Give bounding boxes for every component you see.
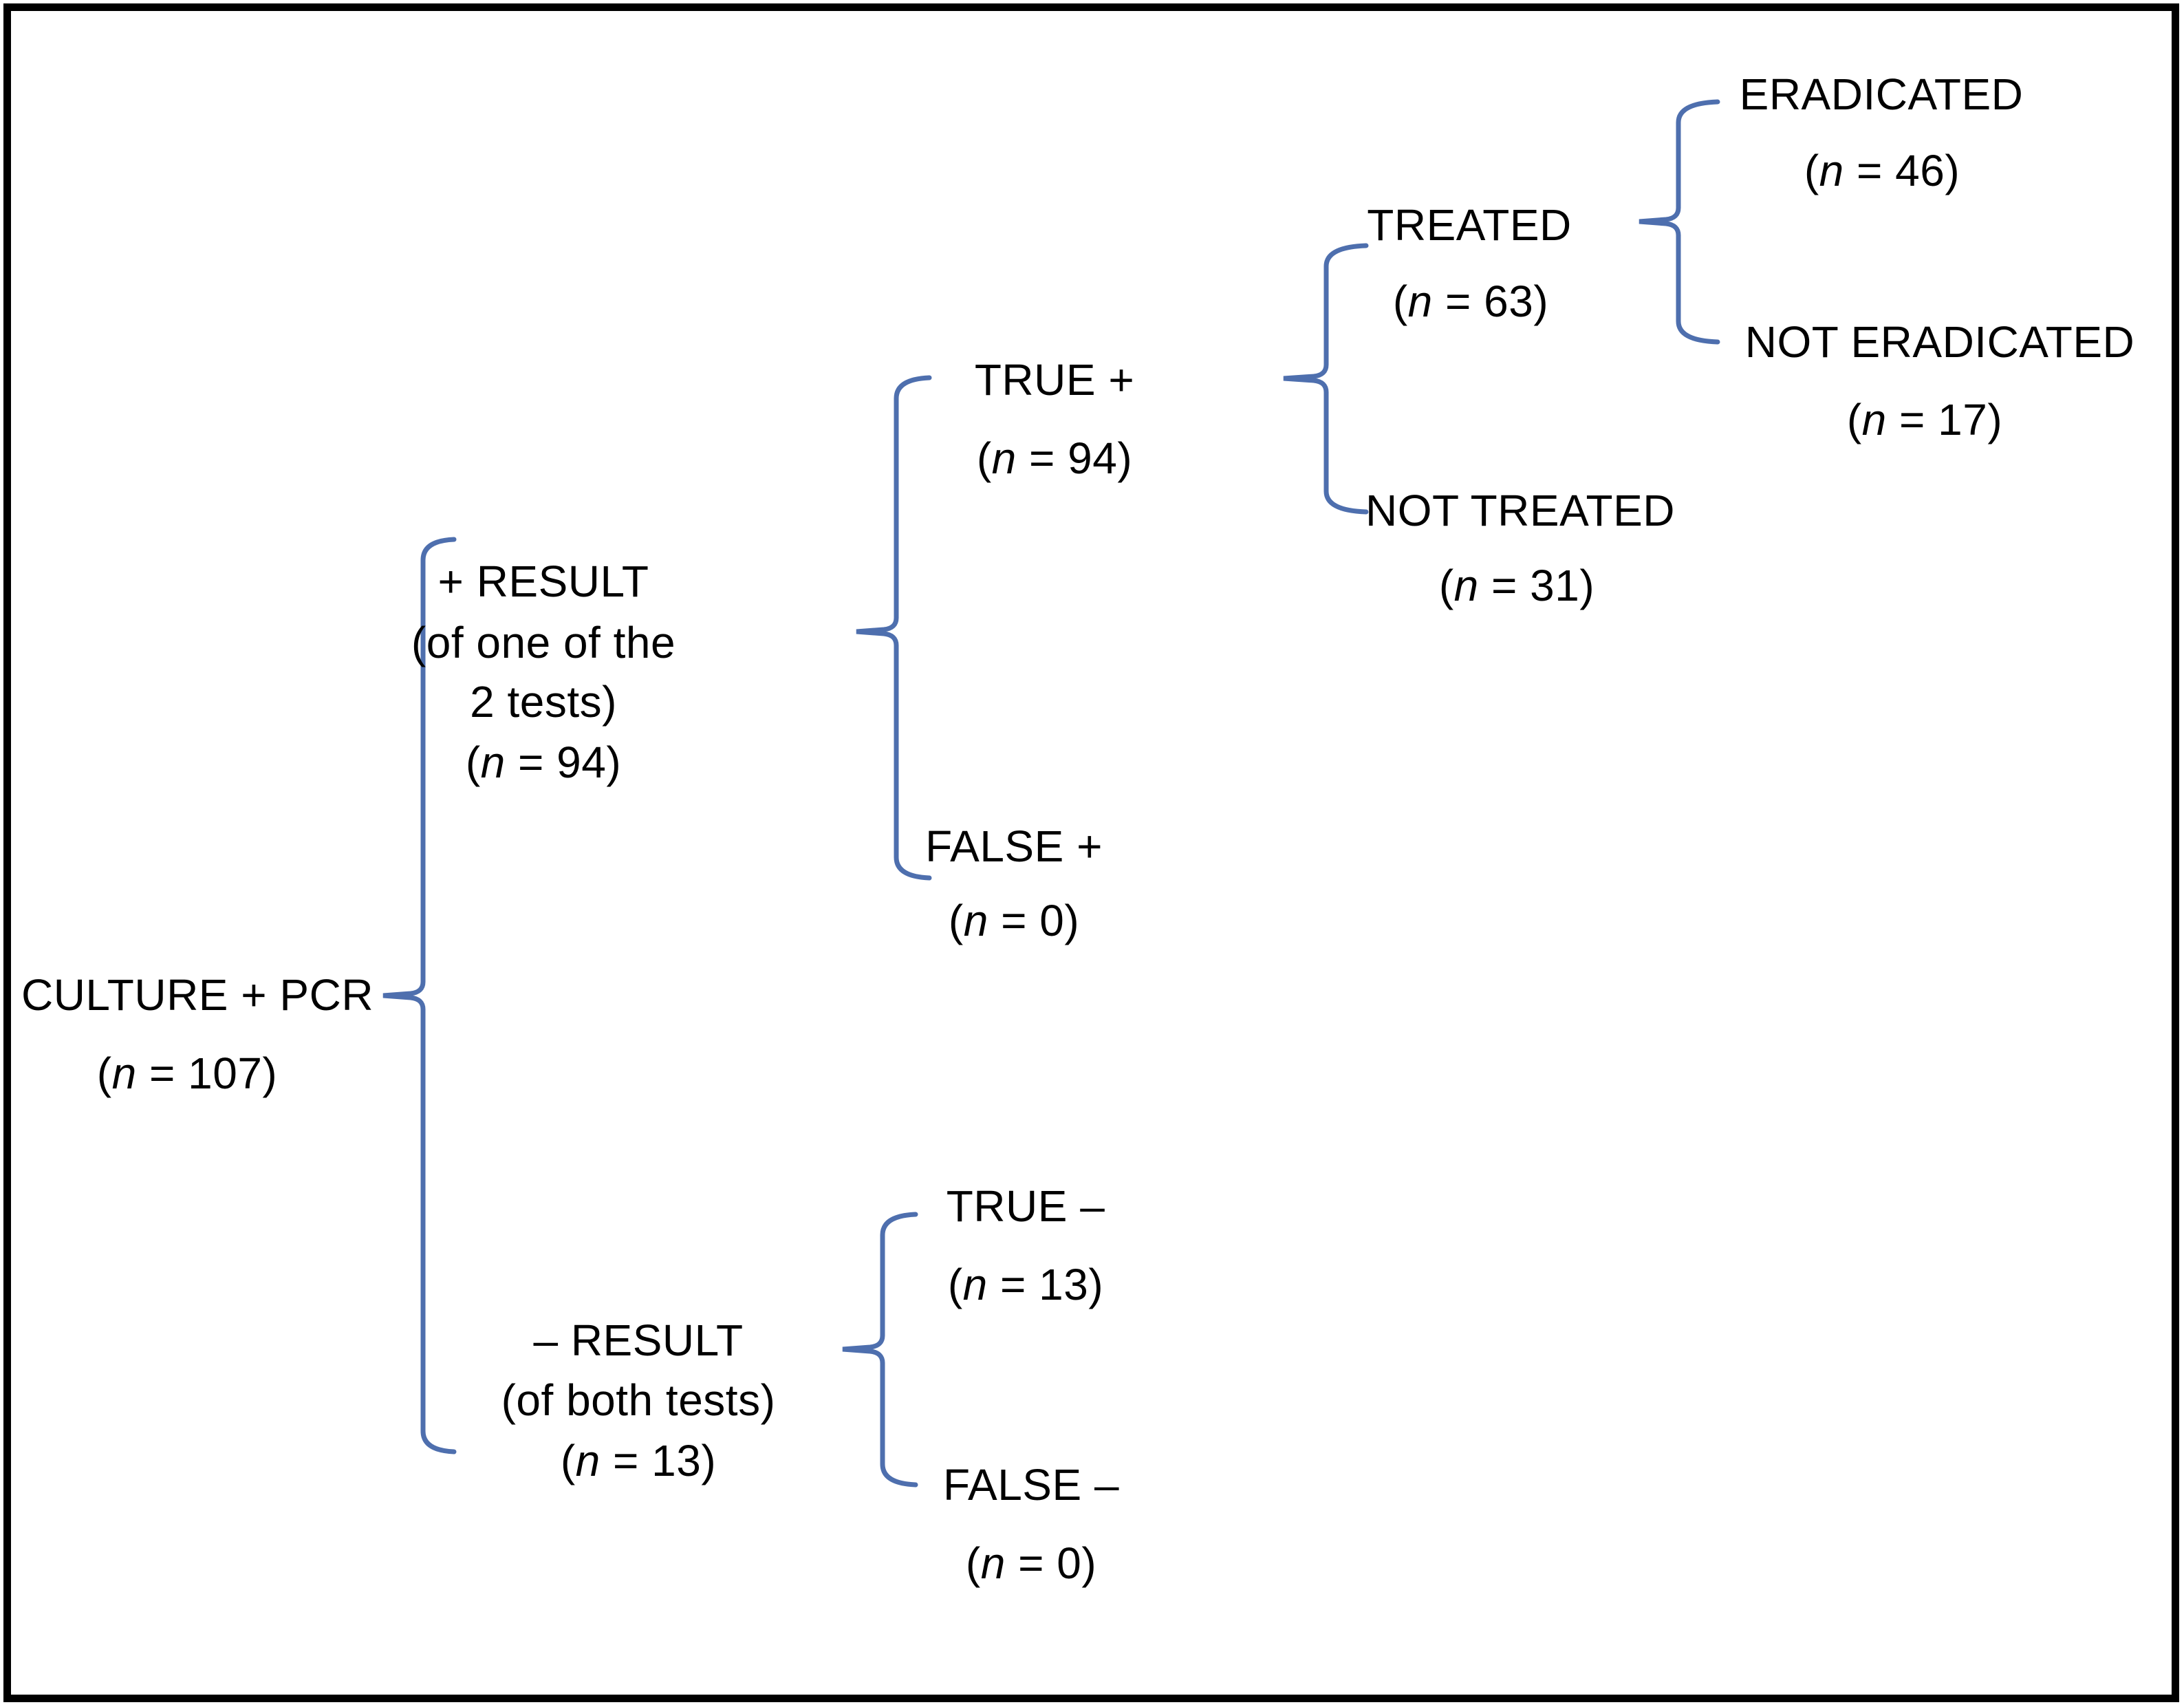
node-true-neg-label: TRUE –: [946, 1181, 1105, 1231]
node-pos-result-label: + RESULT: [437, 557, 649, 606]
node-treated-label: TREATED: [1367, 200, 1572, 250]
node-true-neg-count: (n = 13): [947, 1260, 1104, 1309]
node-eradicated-count: (n = 46): [1804, 146, 1960, 195]
node-culture-pcr-label: CULTURE + PCR: [21, 970, 374, 1020]
page-border: [3, 3, 2179, 1702]
node-eradicated-label: ERADICATED: [1739, 69, 2024, 119]
node-false-pos-count: (n = 0): [948, 896, 1080, 945]
node-true-pos-label: TRUE +: [974, 355, 1135, 405]
brace-posresult-to-truefalse: [856, 375, 932, 881]
node-not-treated-count: (n = 31): [1438, 561, 1595, 610]
node-culture-pcr-count: (n = 107): [96, 1049, 278, 1098]
node-neg-result-label: – RESULT: [533, 1316, 744, 1365]
node-pos-result-detail-2: 2 tests): [470, 677, 617, 727]
node-false-neg-label: FALSE –: [942, 1460, 1120, 1510]
node-pos-result-count: (n = 94): [465, 738, 622, 787]
brace-negresult-to-truefalse: [842, 1212, 918, 1488]
node-pos-result-detail-1: (of one of the: [411, 618, 676, 667]
node-treated-count: (n = 63): [1392, 277, 1549, 326]
brace-truepos-to-treatment: [1283, 243, 1369, 515]
node-false-pos-label: FALSE +: [925, 822, 1103, 871]
node-not-treated-label: NOT TREATED: [1365, 486, 1675, 535]
brace-root-to-results: [382, 537, 457, 1454]
node-not-eradicated-count: (n = 17): [1846, 395, 2003, 444]
node-neg-result-detail-1: (of both tests): [501, 1375, 776, 1425]
node-neg-result-count: (n = 13): [560, 1436, 717, 1485]
node-false-neg-count: (n = 0): [965, 1538, 1097, 1588]
node-true-pos-count: (n = 94): [976, 433, 1133, 483]
node-not-eradicated-label: NOT ERADICATED: [1744, 317, 2135, 367]
brace-treated-to-eradication: [1639, 99, 1720, 345]
